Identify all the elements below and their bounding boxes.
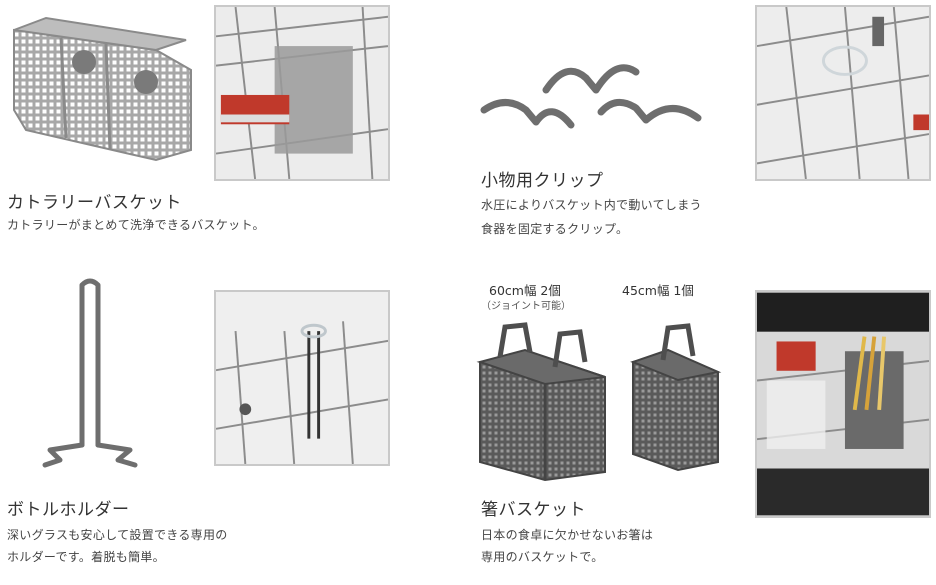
chopstick-basket-title: 箸バスケット (481, 500, 586, 520)
small-clip-desc-line2: 食器を固定するクリップ。 (481, 222, 629, 236)
chopstick-basket-45-image (628, 322, 723, 472)
chopstick-basket-60-label: 60cm幅 2個 (489, 283, 561, 298)
cutlery-basket-desc-line1: カトラリーがまとめて洗浄できるバスケット。 (7, 218, 265, 232)
chopstick-basket-photo (755, 290, 931, 518)
bottle-holder-desc-line2: ホルダーです。着脱も簡単。 (7, 550, 165, 564)
small-clip-title: 小物用クリップ (481, 171, 604, 191)
cutlery-basket-image (6, 10, 198, 168)
small-clip-desc-line1: 水圧によりバスケット内で動いてしまう (481, 198, 702, 212)
chopstick-basket-60-sub: （ジョイント可能） (481, 301, 571, 312)
small-clip-image (476, 50, 708, 145)
bottle-holder-image (40, 275, 140, 475)
chopstick-basket-45-label: 45cm幅 1個 (622, 283, 694, 298)
chopstick-basket-desc-line2: 専用のバスケットで。 (481, 550, 604, 564)
small-clip-photo (755, 5, 931, 181)
bottle-holder-photo (214, 290, 390, 466)
cutlery-basket-photo (214, 5, 390, 181)
bottle-holder-title: ボトルホルダー (7, 500, 130, 520)
chopstick-basket-60-image (475, 322, 610, 482)
chopstick-basket-desc-line1: 日本の食卓に欠かせないお箸は (481, 528, 654, 542)
cutlery-basket-title: カトラリーバスケット (7, 193, 182, 213)
bottle-holder-desc-line1: 深いグラスも安心して設置できる専用の (7, 528, 228, 542)
